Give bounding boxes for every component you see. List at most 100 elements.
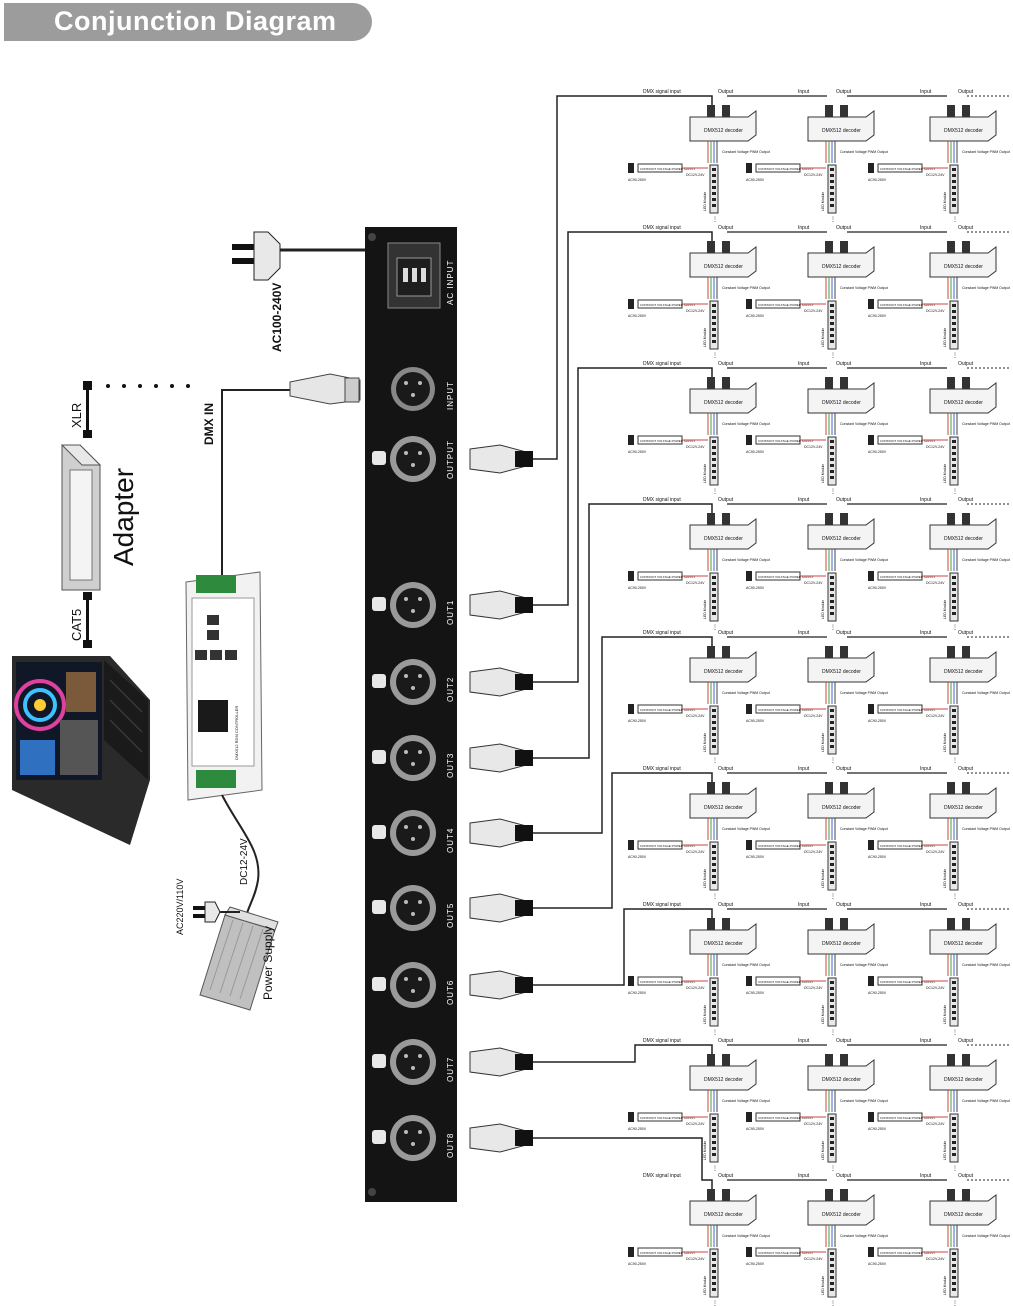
strip-continue-dots: ⋮ bbox=[712, 625, 718, 631]
out4-port: OUT4 bbox=[372, 810, 455, 856]
psu-label: CONSTANT VOLTAGE POWER SUPPLY bbox=[758, 575, 813, 579]
ac-voltage-label: AC90-250V bbox=[868, 1127, 887, 1131]
input-label: Input bbox=[798, 89, 810, 95]
output-connector bbox=[722, 918, 730, 930]
led-module-label: LED Module bbox=[821, 1141, 825, 1160]
mains-plug-icon bbox=[868, 976, 874, 986]
pwm-output-label: Constant Voltage PWM Output bbox=[722, 1099, 770, 1103]
decoder-name: DMX512 decoder bbox=[944, 1212, 983, 1218]
dc-voltage-label: DC12V-24V bbox=[804, 850, 823, 854]
input-port-label: INPUT bbox=[446, 381, 455, 410]
led-chip bbox=[712, 174, 716, 177]
dc-voltage-label: DC12V-24V bbox=[926, 714, 945, 718]
led-chip bbox=[830, 476, 834, 479]
led-chip bbox=[952, 1252, 956, 1255]
led-chip bbox=[952, 715, 956, 718]
pwm-output-label: Constant Voltage PWM Output bbox=[840, 1234, 888, 1238]
output-connector bbox=[840, 918, 848, 930]
dmx-line bbox=[533, 636, 713, 834]
dc-voltage-label: DC12V-24V bbox=[686, 714, 705, 718]
led-chip bbox=[830, 1264, 834, 1267]
ac-voltage-label: AC90-250V bbox=[628, 178, 647, 182]
output-connector bbox=[962, 513, 970, 525]
decoder-case bbox=[929, 518, 997, 550]
pin bbox=[404, 900, 408, 904]
psu-label: CONSTANT VOLTAGE POWER SUPPLY bbox=[758, 1251, 813, 1255]
decoder-case bbox=[929, 651, 997, 683]
pwm-output-label: Constant Voltage PWM Output bbox=[962, 558, 1010, 562]
dc-voltage-label: DC12V-24V bbox=[804, 1122, 823, 1126]
port-label: OUT6 bbox=[446, 980, 455, 1005]
input-connector bbox=[947, 377, 955, 389]
mains-plug-icon bbox=[868, 571, 874, 581]
input-label: Input bbox=[920, 225, 932, 231]
strip-continue-dots: ⋮ bbox=[830, 625, 836, 631]
led-chip bbox=[952, 174, 956, 177]
strip-continue-dots: ⋮ bbox=[952, 353, 958, 359]
decoder-case bbox=[929, 1194, 997, 1226]
led-chip bbox=[830, 857, 834, 860]
psu-label: CONSTANT VOLTAGE POWER SUPPLY bbox=[758, 980, 813, 984]
mains-plug-icon bbox=[868, 163, 874, 173]
xlr-socket bbox=[396, 1121, 430, 1155]
led-chip bbox=[952, 1117, 956, 1120]
strip-continue-dots: ⋮ bbox=[830, 758, 836, 764]
psu-label: CONSTANT VOLTAGE POWER SUPPLY bbox=[640, 1116, 695, 1120]
decoder-case bbox=[689, 382, 757, 414]
output-label: Output bbox=[958, 766, 974, 772]
output-label: Output bbox=[958, 497, 974, 503]
dmx-signal-input-label: DMX signal input bbox=[643, 766, 681, 772]
input-connector bbox=[707, 782, 715, 794]
ac-psu-label: AC220V/110V bbox=[175, 879, 185, 935]
led-module-label: LED Module bbox=[821, 464, 825, 483]
page-title: Conjunction Diagram bbox=[54, 6, 337, 36]
strip-continue-dots: ⋮ bbox=[952, 894, 958, 900]
dmx-controller-device bbox=[185, 571, 263, 801]
led-chip bbox=[952, 1017, 956, 1020]
input-connector bbox=[825, 918, 833, 930]
pin bbox=[411, 762, 415, 766]
adapter-box bbox=[60, 444, 102, 591]
led-chip bbox=[712, 440, 716, 443]
output-connector bbox=[962, 1054, 970, 1066]
led-chip bbox=[712, 1258, 716, 1261]
led-chip bbox=[712, 470, 716, 473]
plug-boot bbox=[515, 451, 533, 467]
led-module-label: LED Module bbox=[703, 1276, 707, 1295]
pwm-output-label: Constant Voltage PWM Output bbox=[962, 286, 1010, 290]
dc-voltage-label: DC12V-24V bbox=[926, 445, 945, 449]
led-chip bbox=[712, 1129, 716, 1132]
input-label: Input bbox=[798, 1173, 810, 1179]
led-chip bbox=[712, 721, 716, 724]
led-module-label: LED Module bbox=[703, 869, 707, 888]
output-connector bbox=[840, 782, 848, 794]
led-chip bbox=[712, 328, 716, 331]
pin bbox=[418, 674, 422, 678]
ac-voltage-label: AC90-250V bbox=[868, 719, 887, 723]
led-chip bbox=[712, 1264, 716, 1267]
dmx-line bbox=[533, 908, 713, 986]
mains-plug-icon bbox=[628, 976, 634, 986]
led-chip bbox=[830, 576, 834, 579]
led-chip bbox=[830, 1135, 834, 1138]
led-chip bbox=[830, 1129, 834, 1132]
decoder-case bbox=[807, 246, 875, 278]
pwm-output-label: Constant Voltage PWM Output bbox=[962, 422, 1010, 426]
led-chip bbox=[712, 446, 716, 449]
led-chip bbox=[830, 1288, 834, 1291]
led-chip bbox=[952, 452, 956, 455]
pin bbox=[404, 1130, 408, 1134]
ac-voltage-label: AC90-250V bbox=[746, 855, 765, 859]
led-chip bbox=[830, 204, 834, 207]
led-chip bbox=[830, 845, 834, 848]
led-chip bbox=[952, 204, 956, 207]
psu-label: CONSTANT VOLTAGE POWER SUPPLY bbox=[640, 844, 695, 848]
pwm-output-label: Constant Voltage PWM Output bbox=[840, 150, 888, 154]
led-chip bbox=[952, 863, 956, 866]
led-chip bbox=[712, 594, 716, 597]
